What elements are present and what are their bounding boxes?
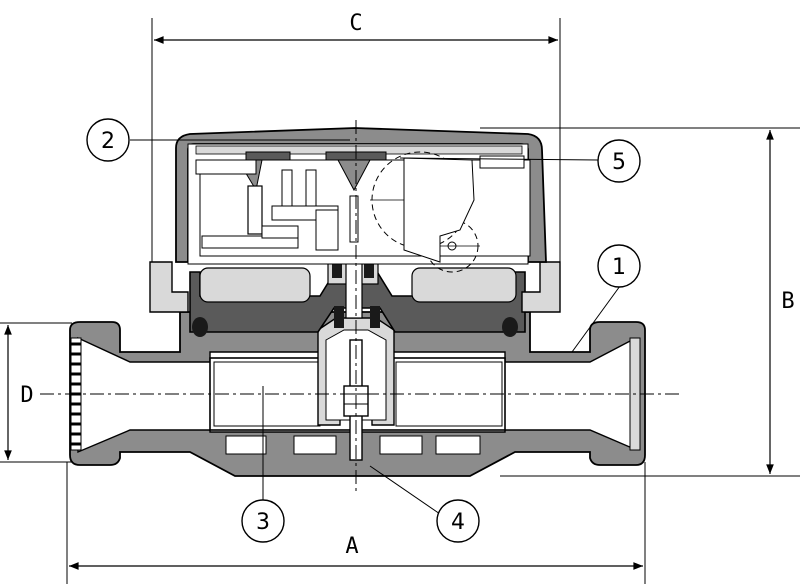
callout-1-label: 1 (612, 255, 626, 280)
center-lines (40, 120, 680, 492)
cover-flanges (149, 261, 561, 313)
callout-2 (86, 118, 350, 162)
callout-5 (399, 139, 641, 183)
dimension-d (0, 322, 72, 463)
register-mechanism (195, 151, 531, 273)
callout-3 (241, 386, 285, 543)
callout-4-label: 4 (451, 510, 465, 535)
callout-2-label: 2 (101, 129, 115, 154)
callout-5-label: 5 (612, 150, 626, 175)
callout-1 (571, 244, 641, 353)
dimension-b (480, 127, 800, 477)
dimension-c-label: C (349, 11, 362, 36)
dimension-a (66, 462, 646, 584)
callout-4 (369, 465, 480, 543)
dimension-d-label: D (20, 383, 33, 408)
callout-3-label: 3 (256, 510, 270, 535)
housing-cover-ring (189, 237, 526, 337)
dimension-b-label: B (781, 289, 794, 314)
dimension-a-label: A (345, 534, 358, 559)
